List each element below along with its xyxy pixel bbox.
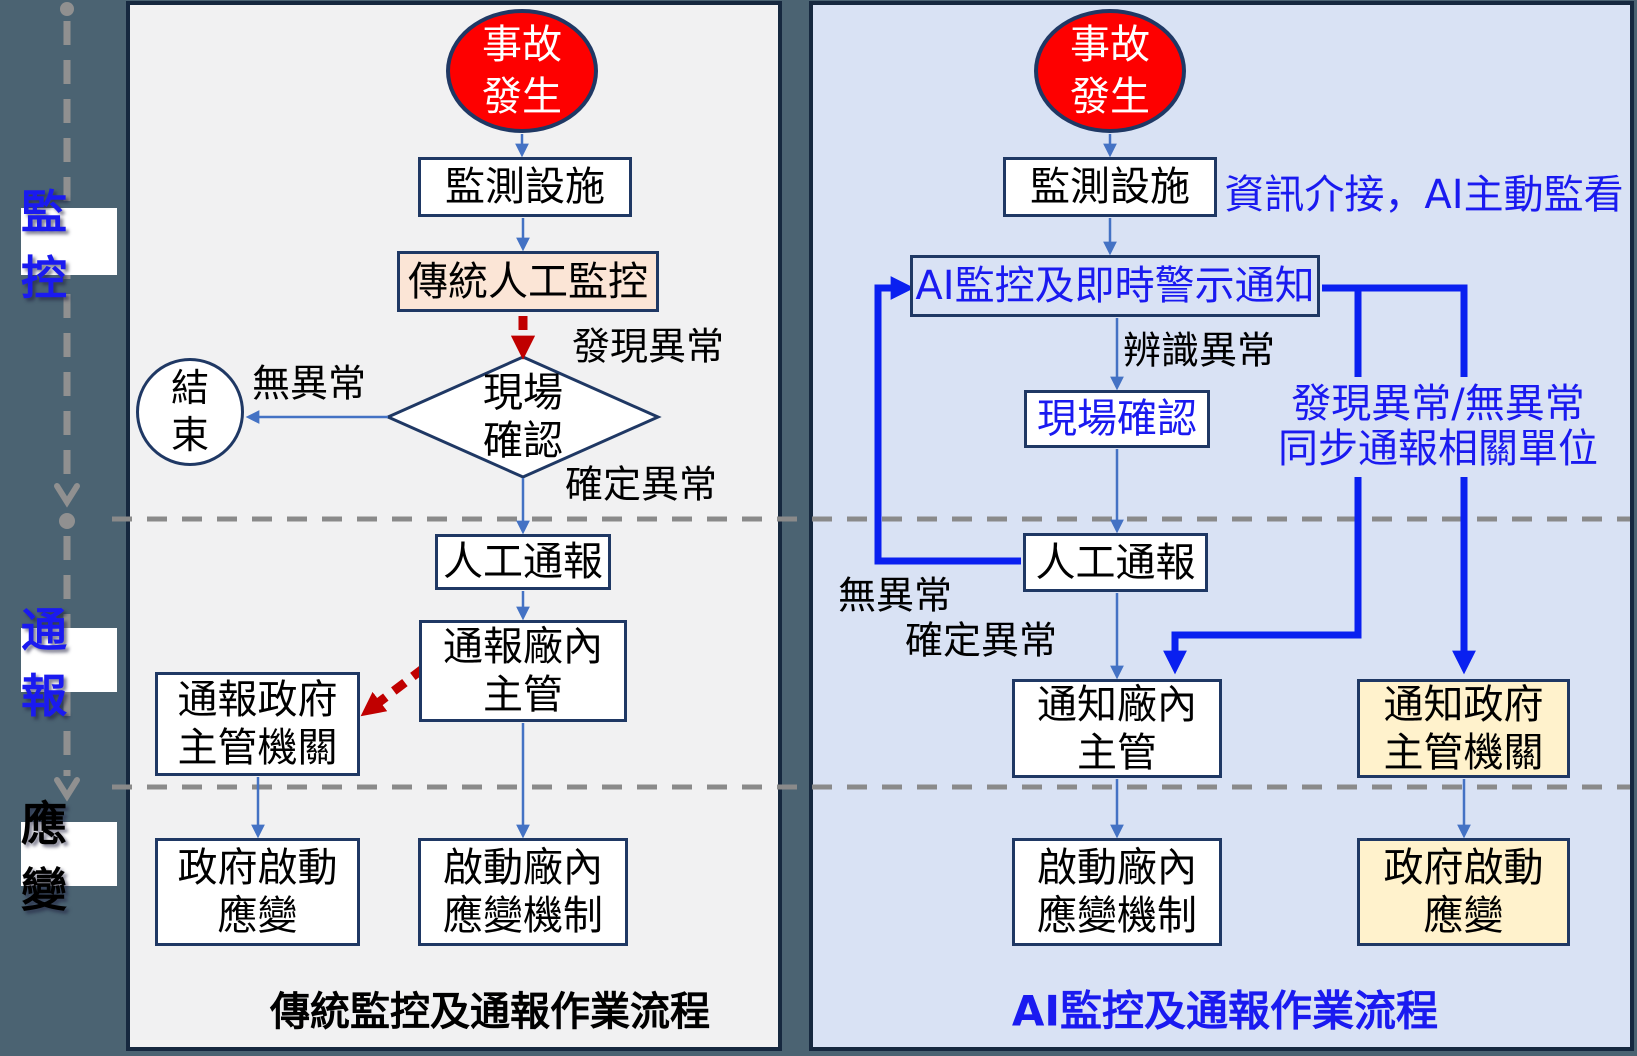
government-response-node-right: 政府啟動 應變 <box>1357 838 1570 946</box>
right-panel-title: AI監控及通報作業流程 <box>1011 986 1439 1036</box>
report-government-line1: 通報政府 <box>177 677 338 723</box>
notify-government-line1: 通知政府 <box>1383 681 1544 728</box>
incident-node-left: 事故 發生 <box>446 9 598 133</box>
incident-line1: 事故 <box>482 22 562 68</box>
notify-plant-supervisor-line1: 通知廠內 <box>1037 681 1197 728</box>
end-node: 結 束 <box>136 358 244 466</box>
notify-government-node: 通知政府 主管機關 <box>1357 679 1570 778</box>
report-government-node: 通報政府 主管機關 <box>155 672 360 776</box>
plant-response-right-line1: 啟動廠內 <box>1037 845 1197 891</box>
plant-response-line1: 啟動廠內 <box>443 845 603 891</box>
left-flow-arrows <box>245 134 530 839</box>
sync-notify-line2: 同步通報相關單位 <box>1278 426 1598 472</box>
phase-label-reporting: 通報 <box>21 603 117 723</box>
label-anomaly-confirmed-left: 確定異常 <box>564 462 718 507</box>
sync-notify-line1: 發現異常/無異常 <box>1291 381 1585 428</box>
label-anomaly-confirmed-right: 確定異常 <box>904 618 1058 663</box>
government-response-line1: 政府啟動 <box>177 845 338 891</box>
government-response-right-line2: 應變 <box>1423 893 1504 939</box>
end-line1: 結 <box>170 365 209 410</box>
label-no-anomaly-right: 無異常 <box>837 573 953 618</box>
label-identify-anomaly: 辨識異常 <box>1122 328 1276 373</box>
manual-report-node-left: 人工通報 <box>435 534 611 590</box>
phase-label-monitoring: 監控 <box>21 185 117 305</box>
incident-right-line2: 發生 <box>1070 74 1150 120</box>
incident-node-right: 事故 發生 <box>1034 9 1186 133</box>
report-plant-supervisor-line2: 主管 <box>483 672 563 718</box>
label-data-integration: 資訊介接，AI主動監看 <box>1224 172 1624 218</box>
plant-response-line2: 應變機制 <box>443 893 603 939</box>
notify-government-line2: 主管機關 <box>1383 729 1544 776</box>
monitoring-facility-node-left: 監測設施 <box>418 157 632 217</box>
decision-diamond <box>384 355 662 479</box>
government-response-right-line1: 政府啟動 <box>1383 845 1544 891</box>
manual-report-node-right: 人工通報 <box>1023 533 1208 592</box>
left-panel-title: 傳統監控及通報作業流程 <box>270 989 710 1035</box>
report-plant-supervisor-node: 通報廠內 主管 <box>419 620 627 722</box>
right-flow-arrows <box>1103 134 1471 839</box>
red-alert-arrows <box>360 316 536 717</box>
notify-plant-supervisor-node: 通知廠內 主管 <box>1012 679 1222 778</box>
site-confirmation-node-right: 現場確認 <box>1024 390 1210 448</box>
label-anomaly-found-left: 發現異常 <box>571 324 725 369</box>
phase-label-response: 應變 <box>21 797 117 917</box>
government-response-line2: 應變 <box>217 893 298 939</box>
site-confirmation-line2: 確認 <box>483 418 563 464</box>
site-confirmation-node-left: 現場 確認 <box>433 370 613 464</box>
government-response-node-left: 政府啟動 應變 <box>155 838 360 946</box>
notify-plant-supervisor-line2: 主管 <box>1077 729 1157 776</box>
incident-right-line1: 事故 <box>1070 22 1150 68</box>
plant-response-node-left: 啟動廠內 應變機制 <box>418 838 628 946</box>
report-government-line2: 主管機關 <box>177 725 338 771</box>
ai-monitoring-node: AI監控及即時警示通知 <box>910 255 1320 317</box>
incident-line2: 發生 <box>482 74 562 120</box>
manual-monitoring-node: 傳統人工監控 <box>397 251 659 312</box>
monitoring-facility-node-right: 監測設施 <box>1003 157 1217 217</box>
report-plant-supervisor-line1: 通報廠內 <box>443 624 603 670</box>
label-sync-notify: 發現異常/無異常 同步通報相關單位 <box>1262 377 1614 477</box>
plant-response-node-right: 啟動廠內 應變機制 <box>1012 838 1222 946</box>
site-confirmation-line1: 現場 <box>483 370 563 416</box>
label-no-anomaly-left: 無異常 <box>251 361 367 406</box>
plant-response-right-line2: 應變機制 <box>1037 893 1197 939</box>
end-line2: 束 <box>170 413 209 457</box>
